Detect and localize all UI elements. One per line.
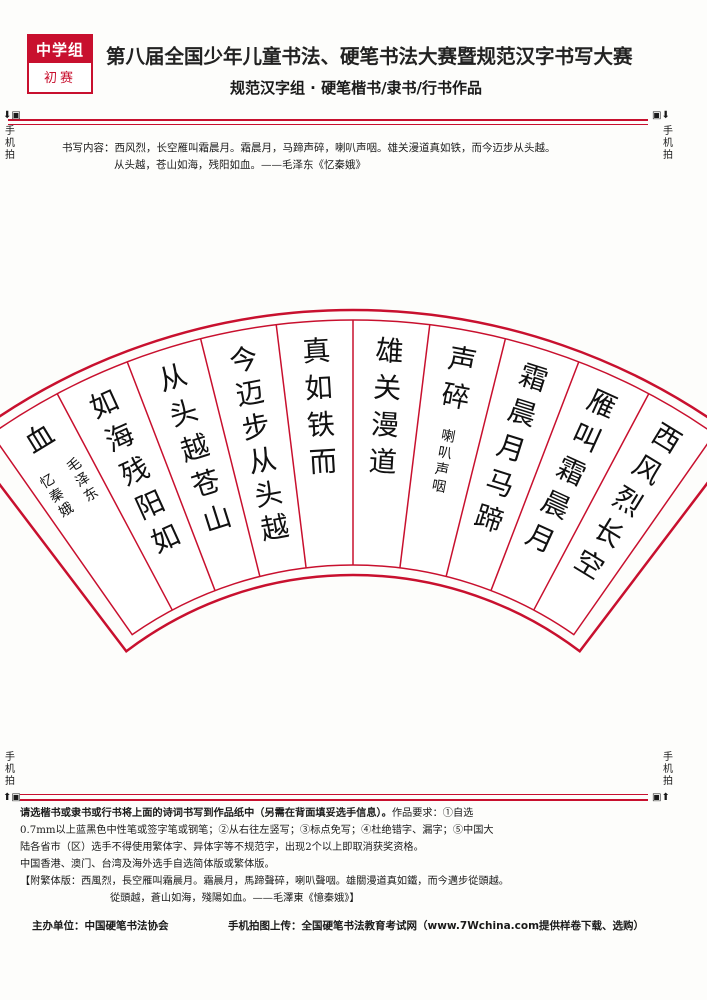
req-rules-d: 中国香港、澳门、台湾及海外选手自选简体版或繁体版。 [20,859,275,870]
fan-divider [275,324,307,568]
page-subtitle: 规范汉字组 · 硬笔楷书/隶书/行书作品 [229,79,483,97]
req-rules-a: 作品要求：①自选 [391,808,474,819]
side-label-top-right: 手机拍 [663,126,673,161]
top-rule-thin [8,124,648,125]
fan-char: 铁 [306,408,336,443]
camera-marker-icon: ▣⬆ [652,792,670,803]
fan-char: 头 [252,476,286,514]
badge-level: 中学组 [29,36,91,63]
side-label-bottom-left: 手机拍 [5,752,15,787]
side-label-bottom-right: 手机拍 [663,752,673,787]
req-trad-1: 【附繁体版：西風烈，長空雁叫霜晨月。霜晨月，馬蹄聲碎，喇叭聲咽。雄關漫道真如鐵，… [20,876,509,887]
footer-upload: 手机拍图上传：全国硬笔书法教育考试网（www.7Wchina.com提供样卷下载… [228,920,645,932]
writing-content: 书写内容：西风烈，长空雁叫霜晨月。霜晨月，马蹄声碎，喇叭声咽。雄关漫道真如铁，而… [62,140,662,174]
bottom-rule-thin [20,794,648,795]
top-rule [8,119,648,121]
fan-small-char: 声 [434,461,451,479]
fan-small-char: 喇 [440,428,457,446]
fan-char: 雄 [375,334,405,369]
fan-char: 真 [301,334,331,369]
fan-divider [490,361,580,591]
fan-char: 碎 [439,378,473,416]
content-line-2: 从头越，苍山如海，残阳如血。——毛泽东《忆秦娥》 [114,159,366,171]
fan-divider [126,361,216,591]
footer-organizer: 主办单位：中国硬笔书法协会 [32,920,169,932]
req-trad-2: 從頭越，蒼山如海，殘陽如血。——毛澤東《憶秦娥》】 [110,893,360,904]
requirements: 请选楷书或隶书或行书将上面的诗词书写到作品纸中（另需在背面填妥选手信息）。作品要… [20,805,692,907]
camera-marker-icon: ⬇▣ [3,110,21,121]
group-badge: 中学组 初赛 [27,34,93,94]
fan-small-char: 咽 [430,478,447,496]
bottom-rule [20,799,648,801]
fan-char: 声 [446,341,480,379]
fan-char: 关 [372,371,402,406]
fan-divider [199,338,261,577]
content-label: 书写内容： [62,142,115,154]
fan-frame [0,308,707,654]
fan-char: 今 [227,341,261,379]
badge-round: 初赛 [43,71,76,86]
fan-divider [399,324,431,568]
fan-char: 如 [304,371,334,406]
content-line-1: 西风烈，长空雁叫霜晨月。霜晨月，马蹄声碎，喇叭声咽。雄关漫道真如铁，而今迈步从头… [114,142,556,154]
req-rules-c: 陆各省市（区）选手不得使用繁体字、异体字等不规范字，出现2个以上即取消获奖资格。 [20,842,424,853]
fan-char: 道 [368,445,398,480]
fan-divider [533,393,650,611]
page-title: 第八届全国少年儿童书法、硬笔书法大赛暨规范汉字书写大赛 [106,45,633,68]
fan-char: 迈 [233,375,267,413]
fan-char: 从 [246,442,280,480]
fan-outer-border [0,308,707,654]
fan-divider [445,338,507,577]
fan-small-char: 叭 [437,444,454,462]
req-rules-b: 0.7mm以上蓝黑色中性笔或签字笔或钢笔；②从右往左竖写；③标点免写；④杜绝错字… [20,825,494,836]
fan-char: 而 [308,445,338,480]
fan-char: 步 [239,408,273,446]
camera-marker-icon: ▣⬇ [652,110,670,121]
fan-divider [56,393,173,611]
req-lead: 请选楷书或隶书或行书将上面的诗词书写到作品纸中（另需在背面填妥选手信息）。 [20,808,392,819]
camera-marker-icon: ⬆▣ [3,792,21,803]
fan-char: 漫 [370,408,400,443]
side-label-top-left: 手机拍 [5,126,15,161]
fan-char: 越 [258,509,292,547]
